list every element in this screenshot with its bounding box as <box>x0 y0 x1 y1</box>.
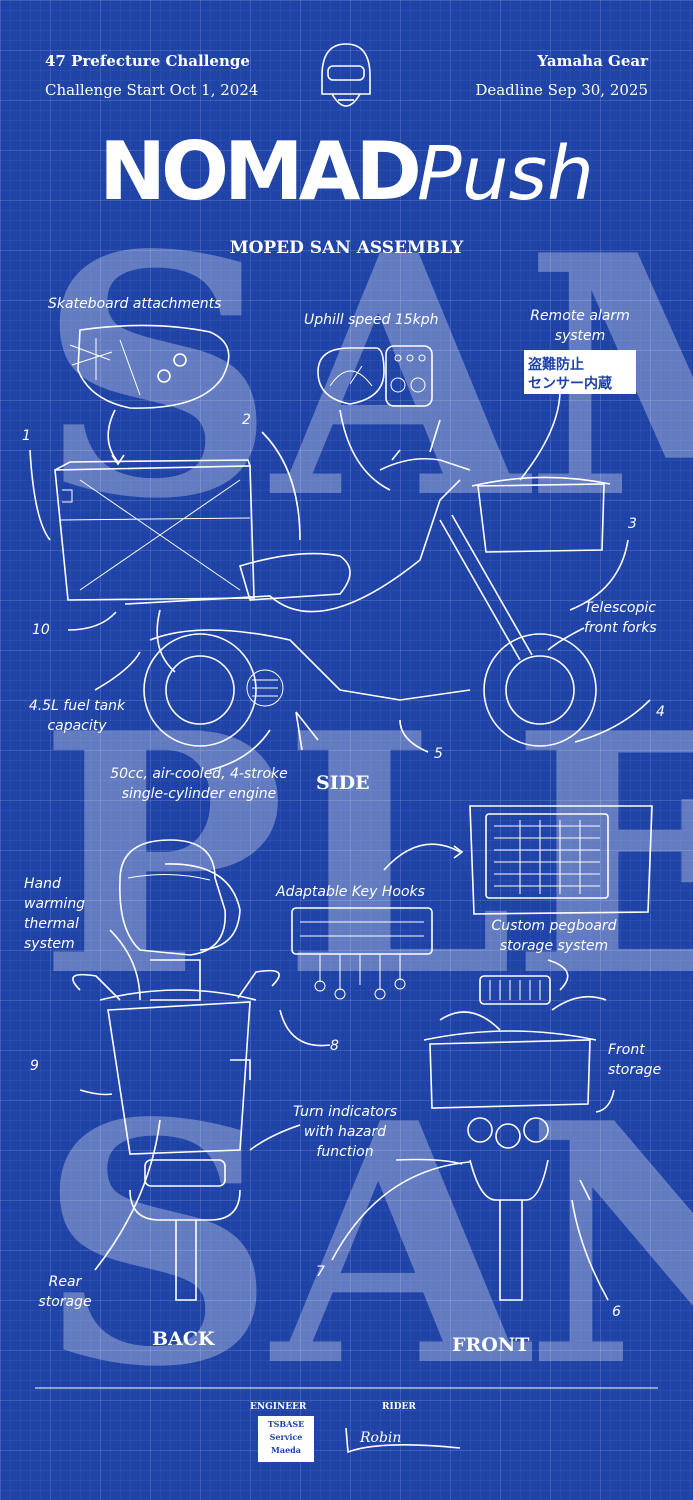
alarm-arrow <box>519 389 561 481</box>
callout-arrow-7 <box>331 1161 471 1261</box>
turn-arrow-back <box>249 1124 301 1151</box>
key-hooks-arrowhead <box>453 845 464 859</box>
engineer-stamp-line-1: TSBASE <box>267 1419 305 1429</box>
callout-arrow-5 <box>399 719 429 753</box>
title: NOMADPush <box>0 132 693 212</box>
subtitle: MOPED SAN ASSEMBLY <box>229 238 464 258</box>
callout-9: 9 <box>30 1058 39 1074</box>
front-view-moped-drawing <box>331 975 615 1301</box>
view-label-side: SIDE <box>316 772 370 794</box>
engineer-stamp-line-3: Maeda <box>271 1445 301 1455</box>
forks-arrow <box>547 627 585 651</box>
callout-arrow-1 <box>29 449 51 541</box>
annotation-uphill-speed: Uphill speed 15kph <box>304 312 439 328</box>
challenge-start: Challenge Start Oct 1, 2024 <box>45 81 259 99</box>
title-bold: NOMAD <box>99 125 422 218</box>
callout-arrow-9 <box>79 1089 113 1096</box>
back-view-moped-drawing <box>72 929 331 1301</box>
alarm-sticker-text-2: センサー内蔵 <box>528 376 612 392</box>
annotation-front-storage: Front storage <box>608 1042 662 1078</box>
skateboard-drawing <box>69 324 230 466</box>
rider-signature: Robin <box>360 1430 402 1446</box>
signature-stroke <box>345 1427 461 1454</box>
annotation-engine: 50cc, air-cooled, 4-stroke single-cylind… <box>110 766 288 802</box>
callout-arrow-8 <box>279 1009 331 1047</box>
callout-4: 4 <box>656 704 665 720</box>
callout-arrow-3 <box>569 539 629 611</box>
callout-2: 2 <box>242 412 251 428</box>
helmet-drawing <box>119 839 241 956</box>
view-label-front: FRONT <box>452 1334 530 1356</box>
challenge-name: 47 Prefecture Challenge <box>45 52 250 70</box>
engineer-stamp-line-2: Service <box>269 1432 303 1442</box>
alarm-sticker-panel <box>524 350 636 394</box>
title-light: Push <box>416 131 594 217</box>
annotation-pegboard: Custom pegboard storage system <box>491 918 617 954</box>
helmet-avatar-icon <box>321 43 371 107</box>
rider-label: RIDER <box>382 1402 416 1412</box>
fuel-arrow <box>94 651 141 691</box>
pegboard-arrow <box>547 959 569 991</box>
callout-6: 6 <box>612 1304 621 1320</box>
callout-arrow-2 <box>261 431 301 541</box>
callout-7: 7 <box>316 1264 325 1280</box>
callout-3: 3 <box>628 516 637 532</box>
annotation-turn-indicators: Turn indicators with hazard function <box>292 1104 397 1160</box>
callout-5: 5 <box>434 746 443 762</box>
callout-arrow-6 <box>571 1199 609 1301</box>
annotation-key-hooks: Adaptable Key Hooks <box>276 884 425 900</box>
annotation-hand-warming: Hand warming thermal system <box>24 876 86 952</box>
callout-arrow-10 <box>67 611 117 631</box>
dashboard-drawing <box>317 345 433 491</box>
callout-10: 10 <box>32 622 50 638</box>
pegboard-drawing <box>469 805 653 991</box>
challenge-deadline: Deadline Sep 30, 2025 <box>475 81 648 99</box>
rear-storage-arrow <box>94 1119 161 1271</box>
front-storage-arrow <box>595 1089 615 1113</box>
annotation-skateboard: Skateboard attachments <box>48 296 222 312</box>
annotation-rear-storage: Rear storage <box>38 1274 92 1310</box>
hand-warming-arrow <box>109 929 141 1001</box>
engineer-stamp-box <box>258 1416 314 1462</box>
key-hooks-arrow <box>383 843 461 871</box>
callout-8: 8 <box>330 1038 339 1054</box>
turn-arrow-front <box>395 1158 463 1165</box>
watermark-line-2: PLE <box>38 661 693 1049</box>
callout-1: 1 <box>22 428 31 444</box>
alarm-sticker-text-1: 盗難防止 <box>528 357 584 373</box>
side-view-moped-drawing <box>54 419 611 751</box>
annotation-fuel: 4.5L fuel tank capacity <box>28 698 126 734</box>
callout-arrow-4 <box>574 699 651 743</box>
key-hooks-drawing <box>291 843 464 1000</box>
engine-arrow <box>209 729 271 771</box>
annotation-alarm: Remote alarm system <box>530 308 630 344</box>
engineer-label: ENGINEER <box>250 1402 307 1412</box>
sponsor-name: Yamaha Gear <box>537 52 648 70</box>
annotation-forks: Telescopic front forks <box>584 600 657 636</box>
view-label-back: BACK <box>152 1328 215 1350</box>
